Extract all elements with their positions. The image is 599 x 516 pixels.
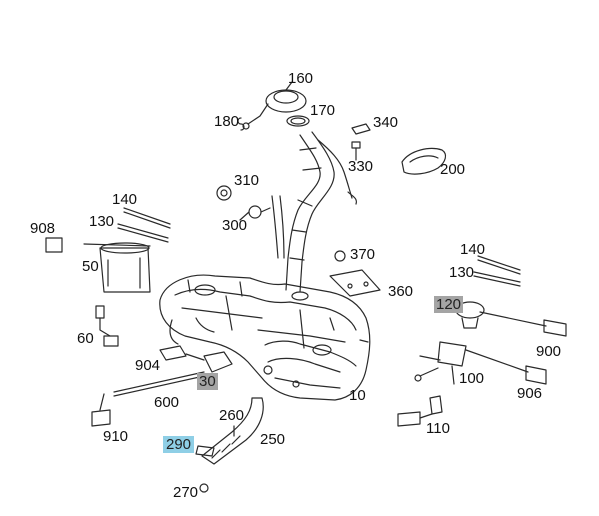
callout-904[interactable]: 904 xyxy=(135,357,161,374)
mount-plate xyxy=(329,250,381,297)
callout-330[interactable]: 330 xyxy=(348,158,374,175)
callout-140-left[interactable]: 140 xyxy=(112,191,138,208)
callout-30[interactable]: 30 xyxy=(197,373,218,390)
callout-900[interactable]: 900 xyxy=(536,343,562,360)
callout-200[interactable]: 200 xyxy=(440,161,466,178)
callout-100[interactable]: 100 xyxy=(459,370,485,387)
callout-360[interactable]: 360 xyxy=(388,283,414,300)
callout-290[interactable]: 290 xyxy=(163,436,195,453)
filler-cap xyxy=(242,81,307,130)
callout-110[interactable]: 110 xyxy=(426,420,450,437)
callout-910[interactable]: 910 xyxy=(103,428,129,445)
callout-340[interactable]: 340 xyxy=(373,114,399,131)
hose-assembly xyxy=(91,345,233,427)
bracket-right xyxy=(414,341,547,385)
callout-260[interactable]: 260 xyxy=(219,407,245,424)
callout-130-left[interactable]: 130 xyxy=(89,213,115,230)
callout-180[interactable]: 180 xyxy=(214,113,240,130)
callout-130-right[interactable]: 130 xyxy=(449,264,475,281)
callout-370[interactable]: 370 xyxy=(350,246,376,263)
callout-908[interactable]: 908 xyxy=(30,220,56,237)
callout-270[interactable]: 270 xyxy=(173,484,199,501)
tank-strap xyxy=(195,397,264,493)
callout-300[interactable]: 300 xyxy=(222,217,248,234)
callout-120[interactable]: 120 xyxy=(434,296,464,313)
fuel-pump-left xyxy=(45,207,171,293)
callout-50[interactable]: 50 xyxy=(82,258,99,275)
gear-part xyxy=(216,185,271,221)
callout-250[interactable]: 250 xyxy=(260,431,286,448)
callout-170[interactable]: 170 xyxy=(310,102,336,119)
callout-60[interactable]: 60 xyxy=(77,330,94,347)
callout-10[interactable]: 10 xyxy=(349,387,366,404)
callout-140-right[interactable]: 140 xyxy=(460,241,486,258)
flap-housing xyxy=(401,147,447,175)
callout-160[interactable]: 160 xyxy=(288,70,314,87)
clip xyxy=(237,117,245,131)
callout-310[interactable]: 310 xyxy=(234,172,260,189)
pad xyxy=(351,123,371,135)
sender-unit xyxy=(95,305,119,347)
filler-neck xyxy=(271,131,357,293)
callout-600[interactable]: 600 xyxy=(154,394,180,411)
valve xyxy=(397,395,443,427)
bolt xyxy=(351,141,361,161)
callout-906[interactable]: 906 xyxy=(517,385,543,402)
seal-ring xyxy=(286,115,310,127)
fuel-tank xyxy=(159,274,371,401)
